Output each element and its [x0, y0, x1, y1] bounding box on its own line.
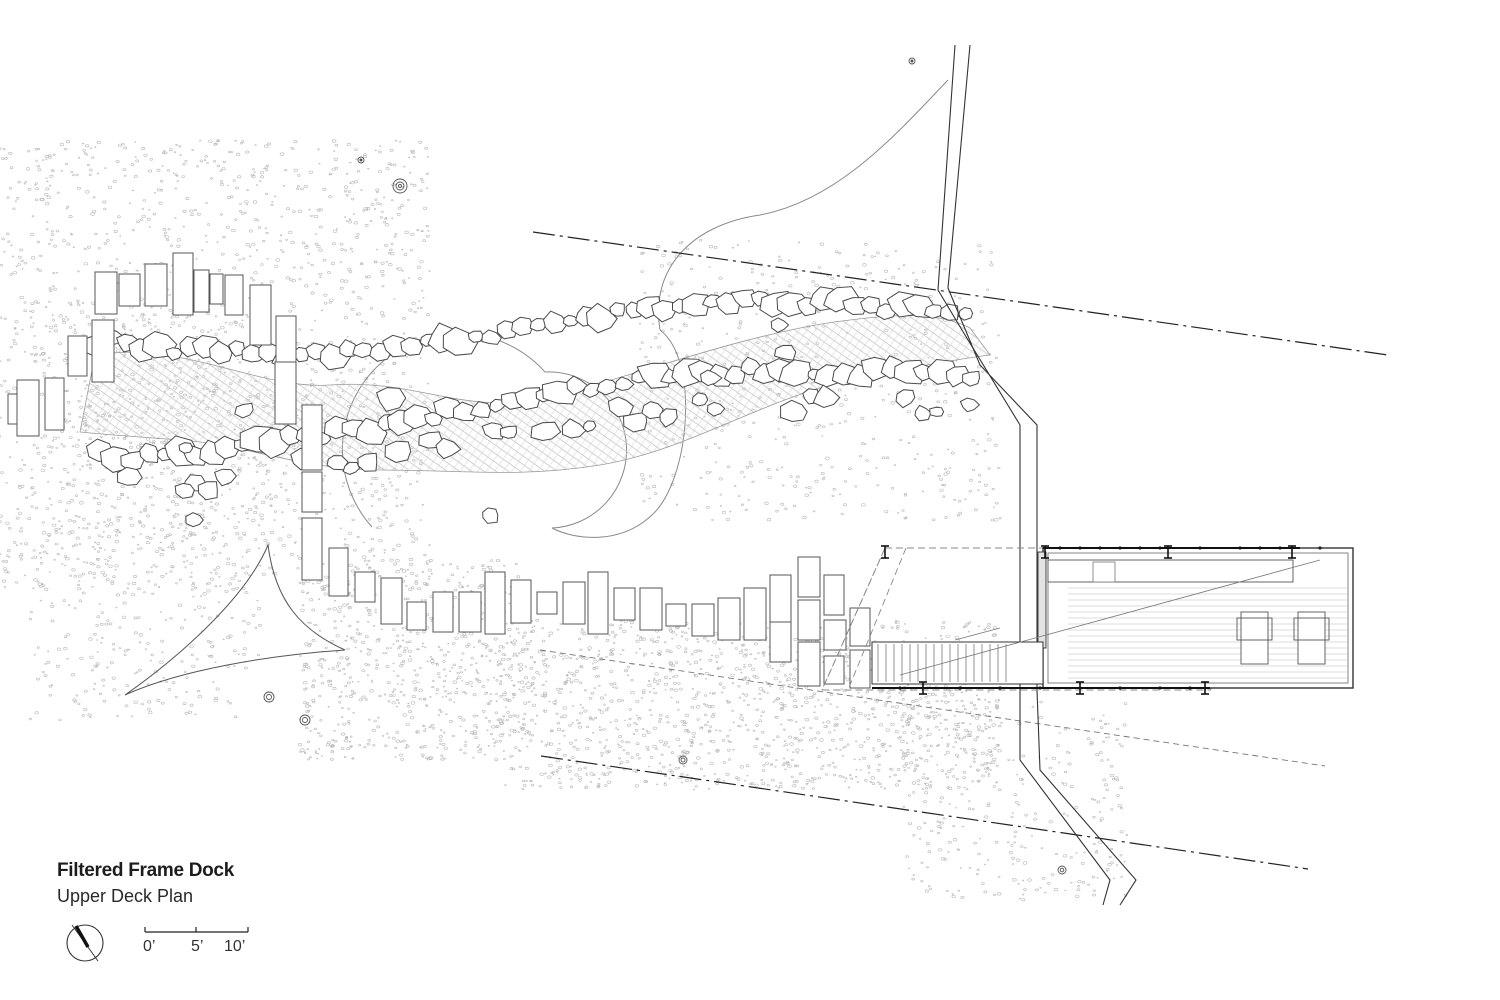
curved-planter: [124, 543, 346, 696]
drawing-title: Filtered Frame Dock: [57, 860, 234, 881]
north-arrow-icon: [66, 924, 104, 962]
drawing-subtitle: Upper Deck Plan: [57, 886, 194, 906]
scale-label-0: 0’: [143, 938, 156, 955]
stream-rocks: [79, 286, 981, 528]
gravel-texture: [0, 139, 1129, 902]
tree-markers: [263, 57, 1067, 875]
scale-bar: [144, 927, 249, 933]
boundary-wall: [937, 44, 1137, 906]
scale-label-5: 5’: [191, 938, 204, 955]
upper-deck: [821, 545, 1354, 695]
stepping-stones: [7, 252, 871, 689]
dashed-lines: [539, 649, 1326, 767]
scale-label-10: 10’: [224, 938, 246, 955]
setback-lines: [532, 231, 1389, 870]
